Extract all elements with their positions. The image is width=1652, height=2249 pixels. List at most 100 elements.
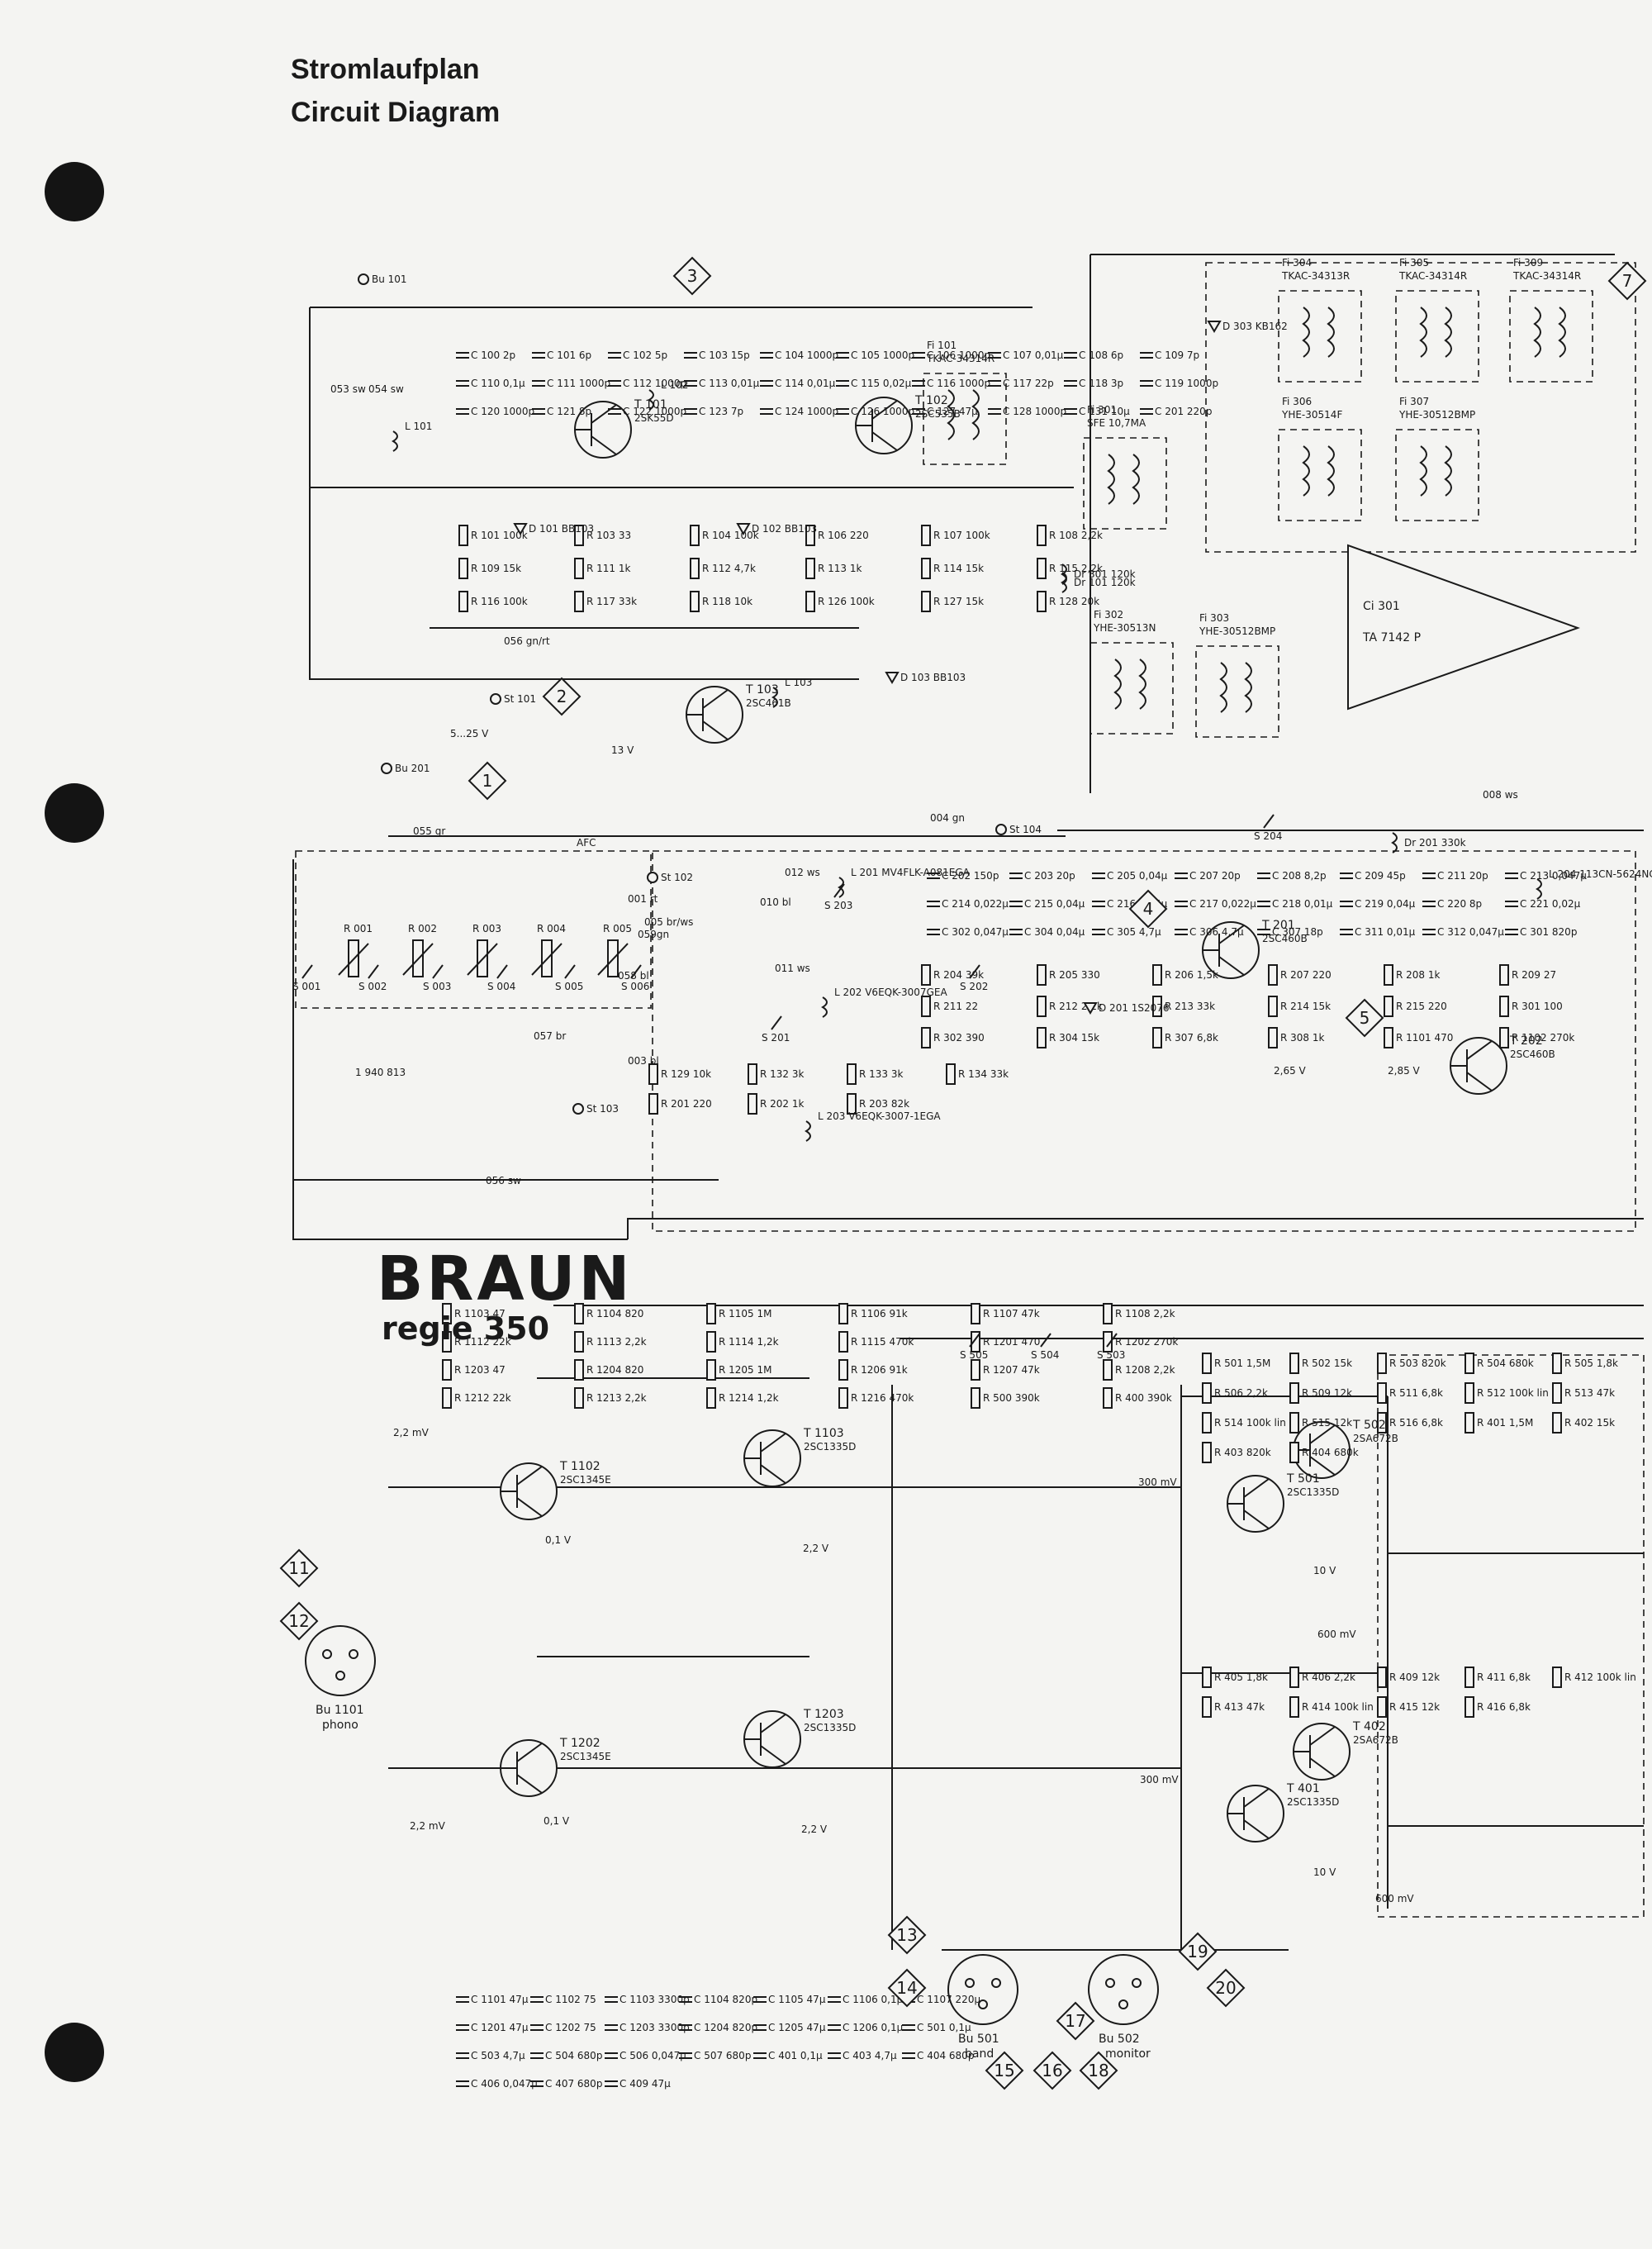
capacitor-c-118: C 118 3p xyxy=(1064,378,1123,389)
resistor-value: R 509 12k xyxy=(1302,1387,1352,1399)
transistor-t-1202 xyxy=(500,1739,558,1797)
resistor-value: R 107 100k xyxy=(933,530,990,541)
transistor-ref: T 103 xyxy=(745,683,779,697)
connector-node-7: 7 xyxy=(1607,261,1647,301)
resistor-value: R 202 1k xyxy=(760,1098,805,1110)
resistor-value: R 1216 470k xyxy=(851,1392,914,1404)
resistor-r-106: R 106 220 xyxy=(805,525,869,546)
resistor-value: R 1103 47 xyxy=(454,1308,506,1319)
connector-node-label: 1 xyxy=(482,771,493,791)
capacitor-value: C 115 0,02µ xyxy=(851,378,912,389)
capacitor-c-302: C 302 0,047µ xyxy=(927,926,1009,938)
switch-label: S 503 xyxy=(1097,1349,1125,1361)
capacitor-c-205: C 205 0,04µ xyxy=(1092,870,1168,882)
filter-ref: Fi 301 xyxy=(1087,404,1117,416)
switch-label: S 201 xyxy=(762,1032,790,1044)
resistor-value: R 512 100k lin xyxy=(1477,1387,1549,1399)
signal-level: 2,2 mV xyxy=(410,1820,446,1832)
capacitor-value: C 127 47µ xyxy=(927,406,978,417)
filter-type: TKAC-34314R xyxy=(926,353,995,364)
resistor-r-1208: R 1208 2,2k xyxy=(1103,1359,1175,1381)
connector-st-104 xyxy=(995,824,1007,835)
connector-ref: Bu 501 xyxy=(958,2033,999,2046)
transistor-type: 2SC1335D xyxy=(1287,1796,1339,1808)
preset-r-005: R 005 xyxy=(597,923,632,977)
capacitor-c-119: C 119 1000p xyxy=(1140,378,1218,389)
filter-type: YHE-30513N xyxy=(1093,622,1156,634)
coil-l-102: L 102 xyxy=(648,379,688,411)
resistor-value: R 215 220 xyxy=(1396,1001,1447,1012)
capacitor-c-127: C 127 47µ xyxy=(912,406,978,417)
resistor-r-132: R 132 3k xyxy=(748,1063,805,1085)
capacitor-c-406: C 406 0,047µ xyxy=(456,2078,538,2090)
capacitor-c-307: C 307 18p xyxy=(1257,926,1323,938)
resistor-value: R 1207 47k xyxy=(983,1364,1040,1376)
switch-label: S 002 xyxy=(358,981,387,992)
resistor-r-134: R 134 33k xyxy=(946,1063,1009,1085)
capacitor-c-407: C 407 680p xyxy=(530,2078,602,2090)
connector-node-19: 19 xyxy=(1178,1932,1218,1971)
transistor-ref: T 1102 xyxy=(559,1460,601,1473)
resistor-r-504: R 504 680k xyxy=(1464,1353,1534,1374)
resistor-value: R 209 27 xyxy=(1512,969,1556,981)
signal-level-text: 2,65 V xyxy=(1274,1065,1307,1077)
resistor-value: R 133 3k xyxy=(859,1068,904,1080)
capacitor-value: C 1203 3300p xyxy=(620,2022,690,2033)
capacitor-value: C 1206 0,1µ xyxy=(843,2022,904,2033)
connector-node-2: 2 xyxy=(542,677,582,716)
capacitor-value: C 124 1000p xyxy=(775,406,838,417)
resistor-value: R 301 100 xyxy=(1512,1001,1563,1012)
signal-level: 300 mV xyxy=(1138,1476,1177,1488)
capacitor-c-105: C 105 1000p xyxy=(836,349,914,361)
resistor-r-117: R 117 33k xyxy=(574,591,637,612)
diode-d-101: D 101 BB103 xyxy=(513,523,594,535)
capacitor-value: C 1103 3300p xyxy=(620,1994,690,2005)
capacitor-value: C 218 0,01µ xyxy=(1272,898,1333,910)
resistor-r-201: R 201 220 xyxy=(648,1093,712,1115)
resistor-value: R 505 1,8k xyxy=(1564,1357,1618,1369)
transistor-t-201 xyxy=(1202,921,1260,979)
capacitor-c-409: C 409 47µ xyxy=(605,2078,671,2090)
connector-node-4: 4 xyxy=(1128,889,1168,929)
signal-level: 600 mV xyxy=(1375,1893,1414,1904)
capacitor-c-403: C 403 4,7µ xyxy=(828,2050,897,2061)
filter-ref: Fi 305 xyxy=(1399,257,1429,269)
resistor-r-1106: R 1106 91k xyxy=(838,1303,908,1324)
resistor-r-127: R 127 15k xyxy=(921,591,984,612)
diode-dr-201: Dr 201 330k xyxy=(1391,832,1466,853)
resistor-r-113: R 113 1k xyxy=(805,558,862,579)
resistor-r-512: R 512 100k lin xyxy=(1464,1382,1549,1404)
resistor-r-1108: R 1108 2,2k xyxy=(1103,1303,1175,1324)
resistor-r-501: R 501 1,5M xyxy=(1202,1353,1270,1374)
diode-value: D 103 BB103 xyxy=(900,672,966,683)
resistor-r-1202: R 1202 270k xyxy=(1103,1331,1178,1353)
resistor-value: R 208 1k xyxy=(1396,969,1441,981)
signal-level: 0,1 V xyxy=(544,1815,570,1827)
capacitor-value: C 1101 47µ xyxy=(471,1994,529,2005)
resistor-r-412: R 412 100k lin xyxy=(1552,1667,1636,1688)
resistor-value: R 1205 1M xyxy=(719,1364,772,1376)
resistor-r-211: R 211 22 xyxy=(921,996,978,1017)
preset-r-003: R 003 xyxy=(467,923,501,977)
resistor-r-115: R 115 2,2k xyxy=(1037,558,1103,579)
resistor-r-206: R 206 1,5k xyxy=(1152,964,1218,986)
capacitor-value: C 113 0,01µ xyxy=(699,378,760,389)
preset-label: R 003 xyxy=(472,923,501,934)
capacitor-c-504: C 504 680p xyxy=(530,2050,602,2061)
capacitor-c-1205: C 1205 47µ xyxy=(753,2022,826,2033)
resistor-r-302: R 302 390 xyxy=(921,1027,985,1048)
capacitor-c-306: C 306 4,7µ xyxy=(1175,926,1244,938)
capacitor-c-311: C 311 0,01µ xyxy=(1340,926,1416,938)
filter-type: YHE-30512BMP xyxy=(1398,409,1475,421)
wire-label-004-gn: 004 gn xyxy=(930,812,965,824)
capacitor-c-1106: C 1106 0,1µ xyxy=(828,1994,904,2005)
transistor-ref: T 502 xyxy=(1352,1419,1386,1432)
connector-bu-101 xyxy=(358,273,369,285)
filter-type: SFE 10,7MA xyxy=(1087,417,1146,429)
transistor-t-1103 xyxy=(743,1429,801,1487)
capacitor-value: C 203 20p xyxy=(1024,870,1075,882)
connector-node-label: 20 xyxy=(1215,1978,1236,1998)
resistor-value: R 103 33 xyxy=(586,530,631,541)
connector-node-13: 13 xyxy=(887,1915,927,1955)
